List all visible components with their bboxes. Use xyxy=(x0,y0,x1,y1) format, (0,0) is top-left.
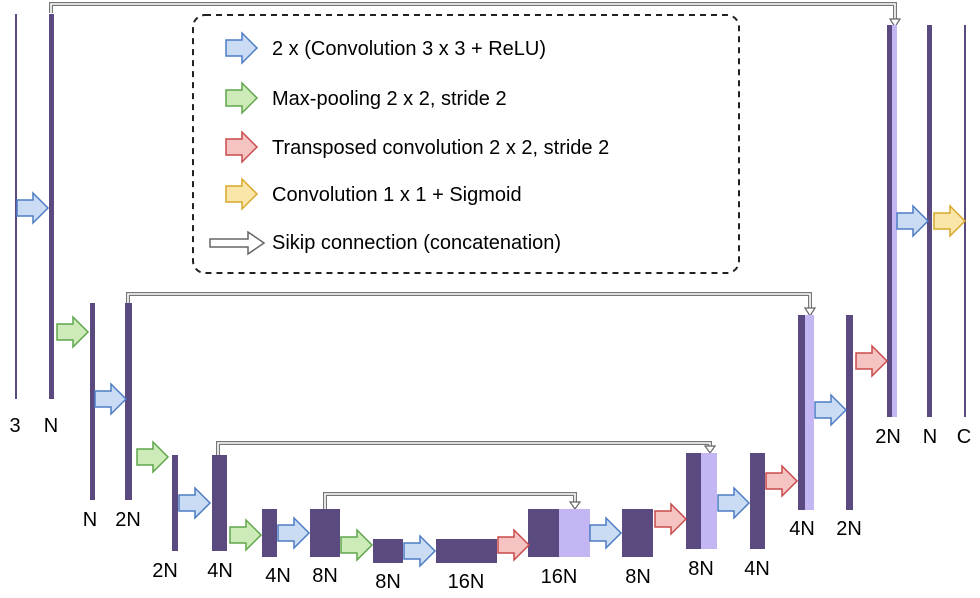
bottleneck-block xyxy=(436,539,497,563)
skip-connection-arrowheads xyxy=(568,18,902,511)
label-enc3: 4N xyxy=(207,560,233,582)
skip-arrowhead-4 xyxy=(568,501,582,511)
conv-arrow xyxy=(896,205,929,237)
skip-feature-2 xyxy=(805,315,814,510)
conv-arrow xyxy=(16,192,49,224)
tconv-arrow xyxy=(765,465,798,497)
pool-4-block xyxy=(373,539,403,563)
label-dec3: 4N xyxy=(744,558,770,580)
label-dec2: 2N xyxy=(836,518,862,540)
skip-arrowhead-3 xyxy=(703,445,717,455)
conv-arrow xyxy=(717,487,750,519)
encoder-3-block xyxy=(212,455,227,551)
legend: 2 x (Convolution 3 x 3 + ReLU) Max-pooli… xyxy=(192,14,740,274)
legend-pool-text: Max-pooling 2 x 2, stride 2 xyxy=(272,88,507,110)
label-output: C xyxy=(957,426,971,448)
label-enc2: 2N xyxy=(115,509,141,531)
conv-arrow xyxy=(277,517,310,549)
encoder-1-block xyxy=(49,14,54,399)
legend-tconv-text: Transposed convolution 2 x 2, stride 2 xyxy=(272,137,609,159)
pool-1-block xyxy=(90,303,95,500)
sigmoid-arrow xyxy=(933,205,966,237)
encoder-4-block xyxy=(310,509,340,557)
legend-skip-text: Sikip connection (concatenation) xyxy=(272,232,561,254)
skip-feature-4 xyxy=(559,509,590,557)
pool-arrow xyxy=(229,519,262,551)
label-input: 3 xyxy=(9,415,20,437)
decoder-4-block xyxy=(622,509,653,557)
conv-arrow xyxy=(814,394,847,426)
upconv-4-block xyxy=(528,509,559,557)
pool-arrow xyxy=(136,441,169,473)
label-enc4: 8N xyxy=(312,565,338,587)
tconv-arrow xyxy=(855,345,888,377)
legend-box xyxy=(192,14,740,274)
legend-conv-text: 2 x (Convolution 3 x 3 + ReLU) xyxy=(272,38,546,60)
label-dec1: N xyxy=(923,426,937,448)
label-pool3: 4N xyxy=(265,565,291,587)
pool-arrow xyxy=(340,529,373,561)
legend-sigmoid-text: Convolution 1 x 1 + Sigmoid xyxy=(272,184,522,206)
input-block xyxy=(15,14,17,399)
tconv-arrow xyxy=(497,529,530,561)
skip-feature-1 xyxy=(892,25,897,417)
skip-feature-3 xyxy=(701,453,717,549)
upconv-1-block xyxy=(887,25,892,417)
skip-connections xyxy=(49,2,897,509)
label-up2: 4N xyxy=(789,518,815,540)
upconv-2-block xyxy=(798,315,805,510)
label-enc1: N xyxy=(44,415,58,437)
decoder-3-block xyxy=(750,453,765,549)
skip-arrowhead-2 xyxy=(803,307,817,318)
conv-arrow xyxy=(178,487,211,519)
encoder-2-block xyxy=(125,303,132,500)
skip-connection-level-4 xyxy=(323,492,577,509)
label-pool1: N xyxy=(83,509,97,531)
pool-arrow xyxy=(56,316,89,348)
tconv-arrow xyxy=(654,503,687,535)
concatenated-skip-features xyxy=(559,25,897,557)
skip-arrowhead-1 xyxy=(888,18,902,29)
legend-skip-icon xyxy=(209,230,266,256)
conv-arrow xyxy=(403,535,436,567)
label-up4: 16N xyxy=(541,566,578,588)
pool-3-block xyxy=(262,509,277,557)
label-up1: 2N xyxy=(875,426,901,448)
upconv-3-block xyxy=(686,453,701,549)
label-dec4: 8N xyxy=(625,566,651,588)
channel-labels: 3 N N 2N 2N 4N 4N 8N 8N 16N 16N 8N 8N 4N… xyxy=(9,415,971,593)
pool-2-block xyxy=(172,455,178,551)
conv-arrow xyxy=(94,383,127,415)
decoder-2-block xyxy=(846,315,853,510)
label-up3: 8N xyxy=(688,558,714,580)
label-pool2: 2N xyxy=(152,560,178,582)
skip-connection-level-2 xyxy=(126,292,812,309)
label-bottleneck: 16N xyxy=(448,571,485,593)
label-pool4: 8N xyxy=(375,571,401,593)
skip-connection-level-3 xyxy=(216,441,712,455)
conv-arrow xyxy=(589,517,622,549)
decoder-1-block xyxy=(927,25,932,417)
